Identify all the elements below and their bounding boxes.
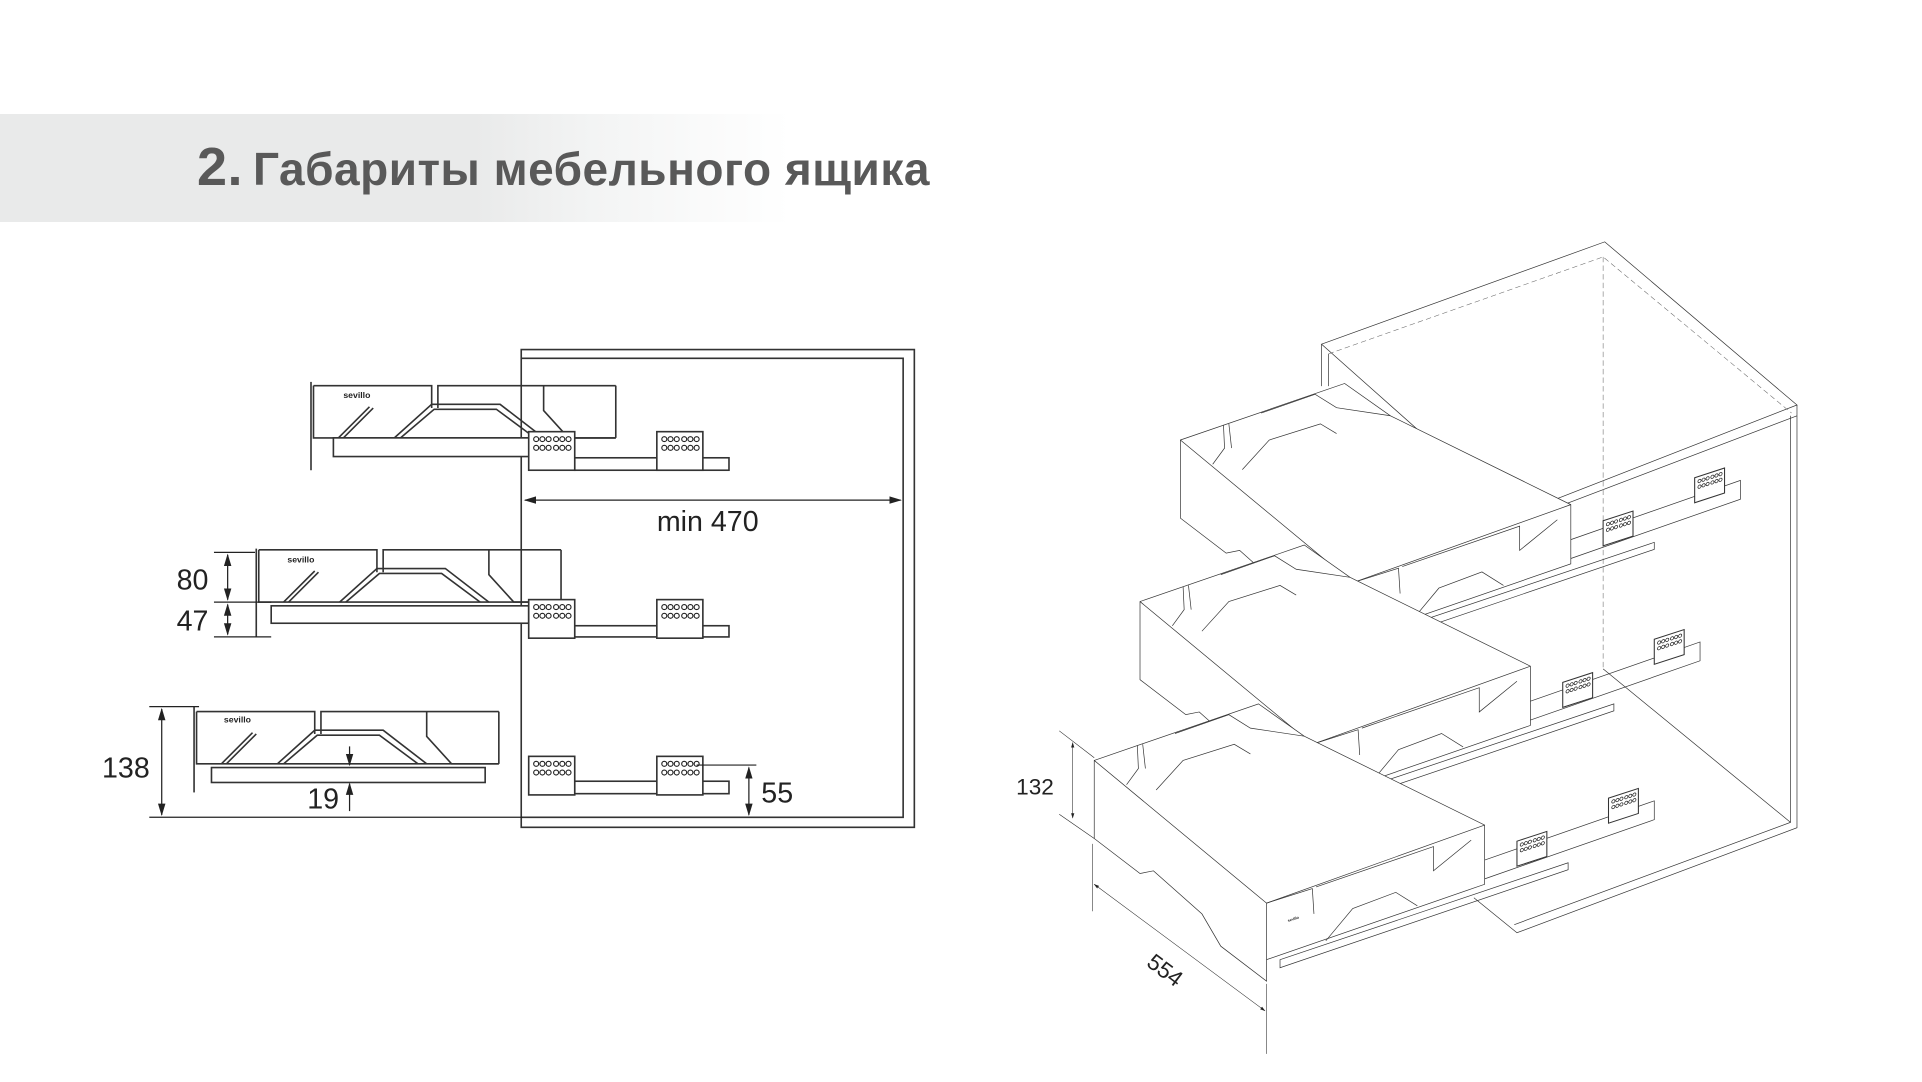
drawer-top: sevillo <box>310 381 730 472</box>
title-banner <box>0 114 790 222</box>
dim-47: 47 <box>177 606 209 638</box>
dim-min-470: min 470 <box>657 506 759 538</box>
drawer-middle: sevillo <box>255 548 730 639</box>
side-view-drawing: sevillo sevillo sevillo min 470 <box>102 348 916 829</box>
dim-55: 55 <box>761 777 793 809</box>
dim-138: 138 <box>102 753 150 785</box>
svg-text:sevillo: sevillo <box>224 715 251 725</box>
svg-text:sevillo: sevillo <box>287 554 314 564</box>
drawer-bottom: sevillo <box>193 706 730 796</box>
dim-554: 554 <box>1142 949 1187 992</box>
dim-132: 132 <box>1016 774 1054 799</box>
cabinet-section <box>520 348 916 829</box>
svg-text:sevillo: sevillo <box>343 390 370 400</box>
section-title: Габариты мебельного ящика <box>253 143 930 195</box>
page-title: 2.Габариты мебельного ящика <box>197 136 930 198</box>
dim-19: 19 <box>307 784 339 816</box>
dim-80: 80 <box>177 565 209 597</box>
section-number: 2. <box>197 137 244 197</box>
iso-view-drawing: 132 554 <box>1016 241 1798 1054</box>
